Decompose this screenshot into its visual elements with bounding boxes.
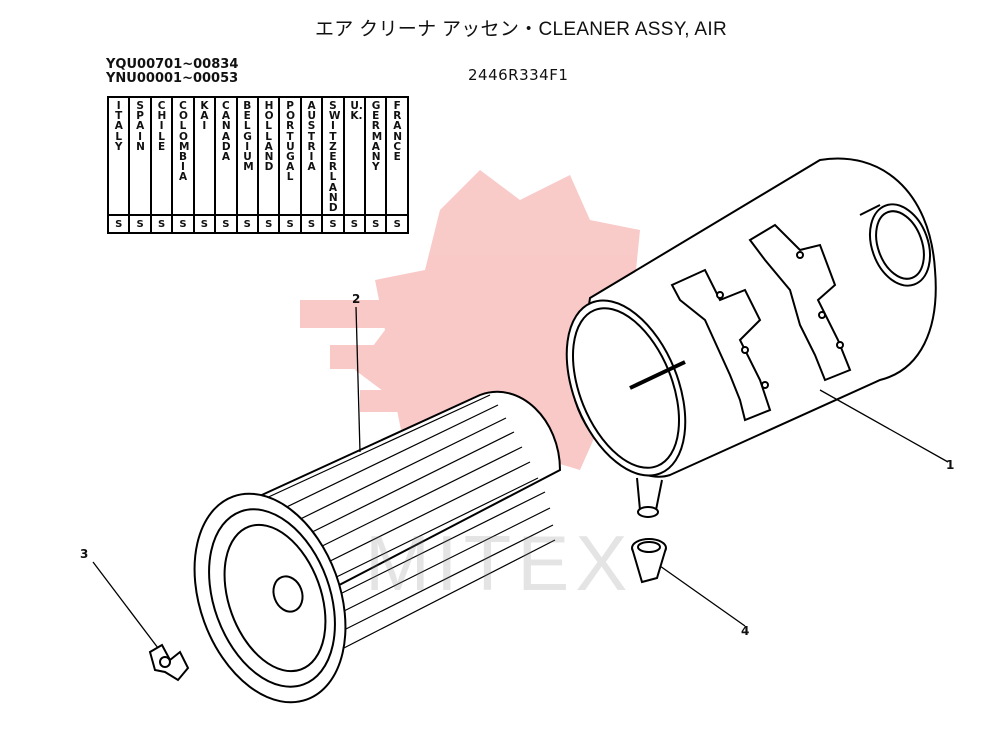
country-name: COLOMBIA: [178, 100, 190, 184]
country-code: S: [171, 214, 195, 235]
country-code: S: [299, 214, 324, 235]
country-code: S: [106, 214, 131, 235]
country-name: FRANCE: [393, 100, 403, 164]
part-number: 2446R334F1: [468, 66, 569, 84]
drain-valve: [631, 538, 667, 584]
callout-3: 3: [80, 547, 89, 561]
air-cleaner-housing: [565, 157, 937, 518]
country-code: S: [321, 214, 345, 235]
country-code: S: [342, 214, 367, 235]
country-code: S: [192, 214, 217, 235]
country-name: SWITZERLAND: [328, 100, 341, 215]
country-code: S: [385, 214, 409, 235]
leader-lines: [92, 306, 949, 649]
country-name: AUSTRIA: [307, 100, 317, 174]
serial-range-1: YQU00701~00834: [106, 57, 239, 72]
country-name: PORTUGAL: [286, 100, 296, 184]
country-code: S: [364, 214, 388, 235]
callout-4: 4: [741, 624, 750, 638]
country-code: S: [128, 214, 152, 235]
country-code: S: [256, 214, 281, 235]
country-name: HOLLAND: [264, 100, 274, 174]
diagram-title: エア クリーナ アッセン・CLEANER ASSY, AIR: [315, 19, 727, 40]
country-code: S: [149, 214, 174, 235]
country-name: ITALY: [114, 100, 123, 153]
wing-nut: [148, 643, 190, 682]
country-names-row: ITALY SPAIN CHILE COLOMBIA KAI CANADA BE…: [106, 95, 409, 217]
country-code: S: [235, 214, 259, 235]
serial-range-2: YNU00001~00053: [106, 71, 239, 86]
country-name: CHILE: [157, 100, 167, 153]
callout-2: 2: [352, 292, 361, 306]
callout-1: 1: [946, 458, 955, 472]
country-name: KAI: [200, 100, 209, 133]
filter-element: [193, 390, 562, 704]
country-code: S: [214, 214, 238, 235]
country-name: U.K.: [350, 100, 363, 123]
country-name: BELGIUM: [243, 100, 254, 174]
country-code: S: [278, 214, 302, 235]
country-name: GERMANY: [371, 100, 383, 174]
country-name: SPAIN: [136, 100, 145, 153]
watermark-text: MITEX: [365, 519, 634, 607]
country-codes-row: S S S S S S S S S S S S S S: [106, 214, 409, 235]
country-applicability-table: ITALY SPAIN CHILE COLOMBIA KAI CANADA BE…: [106, 95, 409, 235]
country-name: CANADA: [221, 100, 231, 164]
